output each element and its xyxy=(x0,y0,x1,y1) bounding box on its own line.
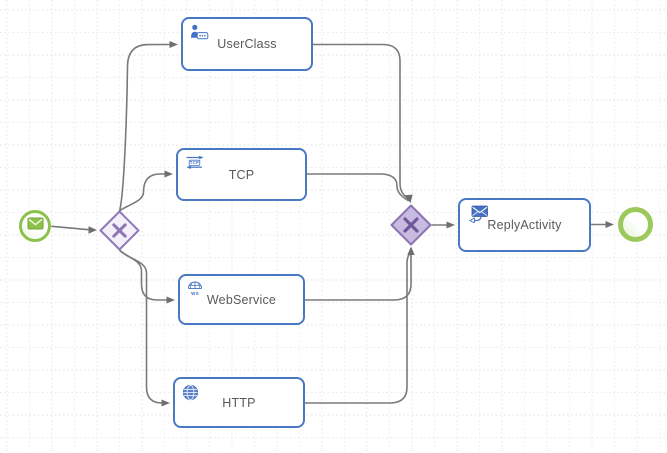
connector-http-to-join[interactable] xyxy=(304,246,415,404)
globe-icon xyxy=(182,384,199,404)
connector-tcp-to-join[interactable] xyxy=(306,173,413,203)
connector-reply-to-end[interactable] xyxy=(590,221,614,228)
x-cross-icon xyxy=(403,217,419,233)
svg-text:WS: WS xyxy=(191,291,199,296)
split-gateway[interactable] xyxy=(99,210,140,251)
user-class-icon xyxy=(190,24,209,43)
task-label: ReplyActivity xyxy=(487,218,562,232)
start-message-event[interactable] xyxy=(19,210,51,242)
connector-join-to-reply[interactable] xyxy=(431,221,455,229)
task-tcp[interactable]: TCP TCP xyxy=(176,148,307,201)
connector-webservice-to-join[interactable] xyxy=(304,254,412,301)
connector-userclass-to-join[interactable] xyxy=(312,43,410,201)
task-label: HTTP xyxy=(222,395,256,410)
connector-split-to-http[interactable] xyxy=(119,249,170,407)
task-replyactivity[interactable]: ReplyActivity xyxy=(458,198,591,252)
connector-split-to-webservice[interactable] xyxy=(119,249,175,304)
svg-text:TCP: TCP xyxy=(190,160,199,165)
tcp-arrows-icon: TCP xyxy=(185,155,204,172)
reply-message-icon xyxy=(467,205,489,226)
end-event[interactable] xyxy=(618,207,653,242)
task-http[interactable]: HTTP xyxy=(173,377,305,428)
web-service-icon: WS xyxy=(187,281,203,299)
envelope-icon xyxy=(27,217,44,235)
task-label: WebService xyxy=(206,292,277,307)
join-gateway[interactable] xyxy=(390,204,432,246)
connector-split-to-tcp[interactable] xyxy=(119,170,173,212)
x-cross-icon xyxy=(112,223,127,238)
connector-start-to-split[interactable] xyxy=(51,225,97,234)
task-userclass[interactable]: UserClass xyxy=(181,17,313,71)
task-webservice[interactable]: WS WebService xyxy=(178,274,305,325)
connector-split-to-userclass[interactable] xyxy=(118,41,179,212)
task-label: UserClass xyxy=(217,37,277,51)
task-label: TCP xyxy=(228,167,255,182)
